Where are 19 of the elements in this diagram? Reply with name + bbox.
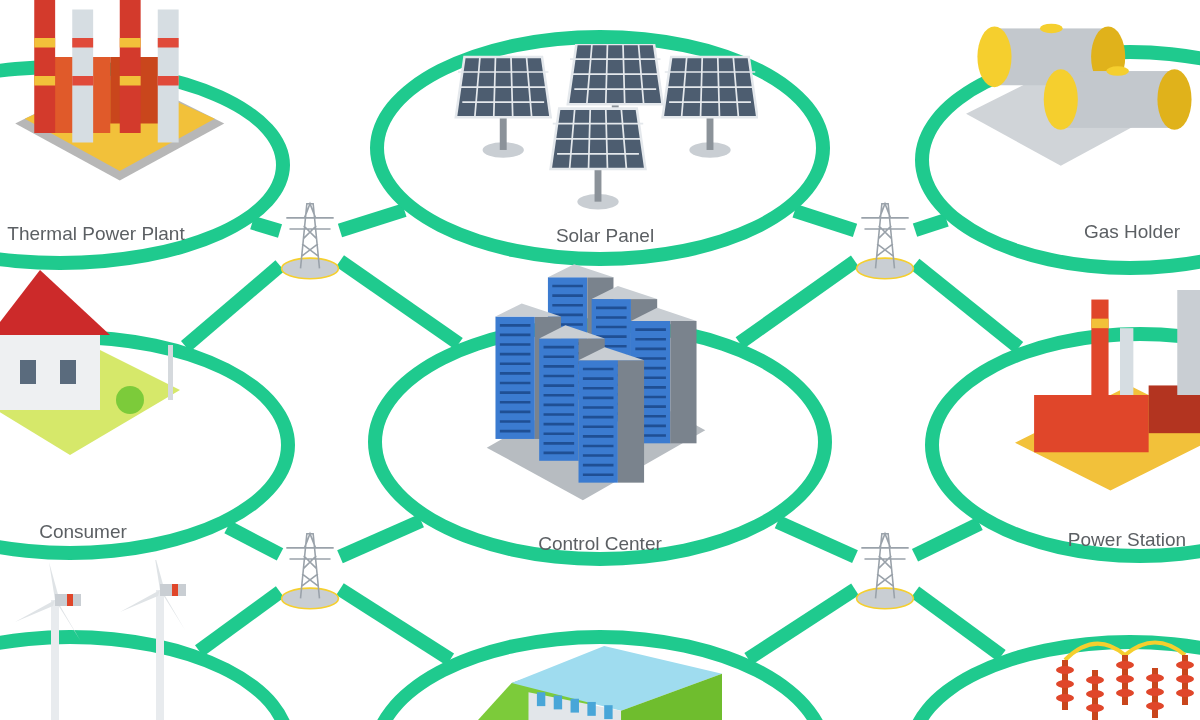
ring-label: Consumer [38,520,128,544]
ring-label: Thermal Power Plant [6,222,186,246]
ring [370,30,830,266]
connector-line [911,517,983,562]
connector-line [774,515,858,563]
connector-line [910,258,1024,353]
connector-line [336,583,455,666]
connector-line [337,203,407,238]
ring-label: Solar Panel [554,224,656,248]
connector-line [744,583,859,665]
connector-line [792,204,858,237]
connector-line [735,255,860,349]
connector-line [224,520,284,561]
connector-line [337,514,424,564]
ring-label: Gas Holder [1082,220,1182,244]
connector-line [912,213,949,237]
ring-label: Control Center [537,532,663,556]
connector-line [250,215,282,238]
ring-label: Power Station [1066,528,1188,552]
